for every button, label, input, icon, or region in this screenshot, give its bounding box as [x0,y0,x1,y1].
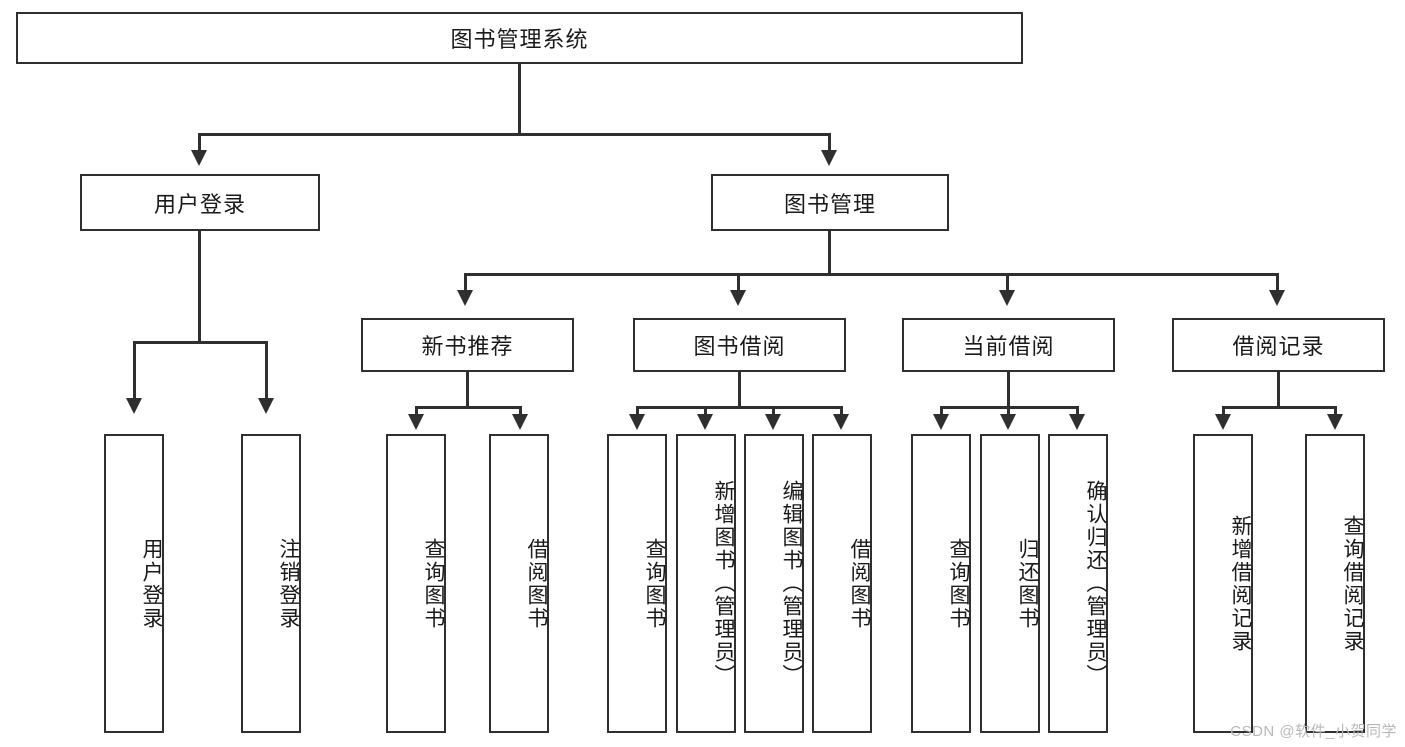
connector-bm-drop-2 [737,273,740,291]
arrow-root-to-book-manage [821,150,837,166]
node-book-manage[interactable]: 图书管理 [711,174,949,231]
connector-bb-drop-3 [772,406,775,416]
connector-book-manage-stem [828,231,831,273]
leaf-user-login[interactable]: 用户登录 [104,434,164,733]
connector-nbr-stem [466,372,469,406]
connector-br-stem [1277,372,1280,406]
connector-bm-drop-4 [1276,273,1279,291]
leaf-label: 新增图书（管理员） [712,480,735,687]
connector-bb-drop-1 [636,406,639,416]
connector-cb-drop-3 [1076,406,1079,416]
node-new-book-recommend[interactable]: 新书推荐 [361,318,574,372]
leaf-label: 新增借阅记录 [1229,514,1252,653]
leaf-bb-add-book-admin[interactable]: 新增图书（管理员） [676,434,736,733]
node-book-borrow[interactable]: 图书借阅 [633,318,846,372]
arrow-nbr-leaf-1 [408,414,424,430]
arrow-to-leaf-user-login [126,398,142,414]
arrow-cb-leaf-1 [933,414,949,430]
leaf-label: 借阅图书 [525,537,548,630]
leaf-bb-query-book[interactable]: 查询图书 [607,434,667,733]
connector-user-login-drop-2 [265,341,268,399]
node-current-borrow[interactable]: 当前借阅 [902,318,1115,372]
arrow-to-new-book-recommend [457,290,473,306]
leaf-br-query-record[interactable]: 查询借阅记录 [1305,434,1365,733]
arrow-br-leaf-2 [1327,414,1343,430]
connector-user-login-drop-1 [133,341,136,399]
connector-user-login-stem [198,231,201,341]
connector-br-drop-2 [1334,406,1337,416]
leaf-label: 查询图书 [643,537,666,630]
connector-bb-stem [738,372,741,406]
arrow-bb-leaf-1 [629,414,645,430]
connector-bb-drop-2 [704,406,707,416]
node-borrow-record[interactable]: 借阅记录 [1172,318,1385,372]
arrow-to-book-borrow [730,290,746,306]
leaf-nbr-borrow-book[interactable]: 借阅图书 [489,434,549,733]
connector-br-drop-1 [1222,406,1225,416]
leaf-label: 归还图书 [1016,537,1039,630]
leaf-bb-borrow-book[interactable]: 借阅图书 [812,434,872,733]
leaf-label: 注销登录 [277,537,300,630]
leaf-label: 确认归还（管理员） [1084,480,1107,687]
connector-root-to-book-manage [828,133,831,151]
arrow-to-leaf-logout [258,398,274,414]
connector-nbr-bus [415,406,522,409]
node-root-system[interactable]: 图书管理系统 [16,12,1023,64]
leaf-label: 查询借阅记录 [1341,514,1364,653]
connector-bb-drop-4 [840,406,843,416]
connector-root-bus [198,133,831,136]
connector-root-to-user-login [198,133,201,151]
leaf-label: 查询图书 [947,537,970,630]
connector-user-login-bus [133,341,268,344]
connector-book-manage-bus [464,273,1276,276]
leaf-logout[interactable]: 注销登录 [241,434,301,733]
leaf-cb-confirm-return-admin[interactable]: 确认归还（管理员） [1048,434,1108,733]
leaf-label: 借阅图书 [848,537,871,630]
connector-br-bus [1222,406,1337,409]
arrow-to-borrow-record [1269,290,1285,306]
node-user-login[interactable]: 用户登录 [80,174,320,231]
connector-bm-drop-1 [464,273,467,291]
connector-bb-bus [636,406,843,409]
connector-cb-stem [1007,372,1010,406]
connector-cb-drop-1 [940,406,943,416]
arrow-bb-leaf-2 [697,414,713,430]
arrow-to-current-borrow [999,290,1015,306]
leaf-nbr-query-book[interactable]: 查询图书 [386,434,446,733]
arrow-cb-leaf-3 [1069,414,1085,430]
connector-nbr-drop-1 [415,406,418,416]
leaf-label: 编辑图书（管理员） [780,480,803,687]
connector-nbr-drop-2 [519,406,522,416]
leaf-cb-query-book[interactable]: 查询图书 [911,434,971,733]
arrow-cb-leaf-2 [1000,414,1016,430]
arrow-bb-leaf-3 [765,414,781,430]
csdn-watermark: CSDN @软件_小贺同学 [1230,723,1397,740]
leaf-br-add-record[interactable]: 新增借阅记录 [1193,434,1253,733]
connector-root-stem [518,64,521,133]
arrow-br-leaf-1 [1215,414,1231,430]
connector-cb-drop-2 [1007,406,1010,416]
arrow-bb-leaf-4 [833,414,849,430]
leaf-bb-edit-book-admin[interactable]: 编辑图书（管理员） [744,434,804,733]
leaf-cb-return-book[interactable]: 归还图书 [980,434,1040,733]
arrow-root-to-user-login [191,150,207,166]
leaf-label: 用户登录 [140,537,163,630]
leaf-label: 查询图书 [422,537,445,630]
connector-bm-drop-3 [1006,273,1009,291]
arrow-nbr-leaf-2 [512,414,528,430]
